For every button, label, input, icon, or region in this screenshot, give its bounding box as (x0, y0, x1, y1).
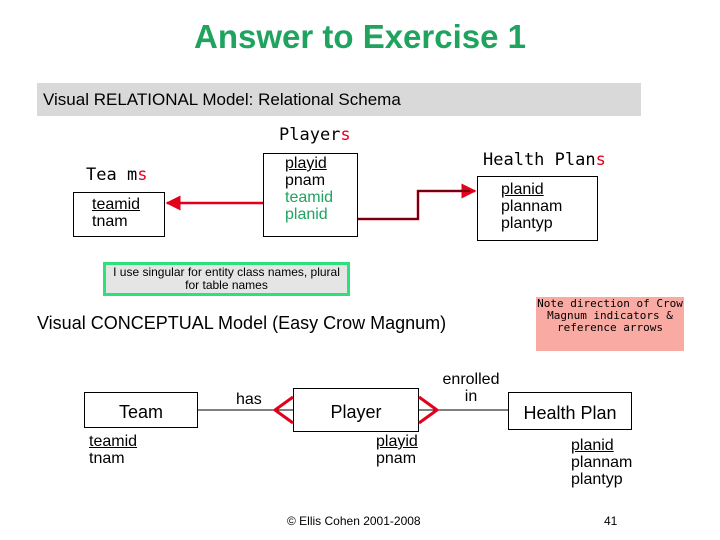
healthplan-field: plantyp (571, 471, 623, 488)
page-title: Answer to Exercise 1 (194, 18, 526, 55)
player-field: pnam (376, 450, 417, 467)
player-field: playid (376, 433, 418, 450)
teams-table-label: Tea ms (86, 165, 147, 185)
relational-banner: Visual RELATIONAL Model: Relational Sche… (37, 83, 641, 116)
players-field: teamid (285, 189, 334, 206)
teams-name-suffix: s (137, 165, 148, 185)
healthplan-field: planid (571, 437, 614, 454)
conceptual-banner: Visual CONCEPTUAL Model (Easy Crow Magnu… (37, 313, 447, 333)
healthplan-fields: planid plannam plantyp (571, 437, 632, 488)
team-field: teamid (89, 433, 138, 450)
teams-table-box: teamid tnam (73, 192, 165, 237)
healthplans-name-base: Health Plan (483, 150, 596, 170)
team-fields: teamid tnam (89, 433, 137, 467)
healthplans-field: planid (501, 181, 544, 198)
copyright-footer: © Ellis Cohen 2001-2008 (287, 514, 421, 528)
healthplans-name-suffix: s (595, 150, 606, 170)
rel-has-label: has (236, 391, 262, 408)
healthplan-entity-box: Health Plan (508, 392, 632, 430)
crowfoot-player-healthplan (418, 395, 440, 425)
teams-field: teamid (92, 196, 141, 213)
players-field: planid (285, 206, 328, 223)
rel-enrolled-line1: enrolled (442, 371, 500, 388)
players-name-suffix: s (340, 125, 351, 145)
teams-name-base: Tea m (86, 165, 138, 185)
direction-note: Note direction of Crow Magnum indicators… (536, 297, 684, 351)
players-table-box: playid pnam teamid planid (263, 153, 358, 237)
naming-note: I use singular for entity class names, p… (103, 262, 350, 296)
rel-enrolled-line2: in (464, 388, 478, 405)
player-entity-box: Player (293, 388, 419, 432)
healthplan-field: plannam (571, 454, 633, 471)
players-table-label: Players (279, 125, 351, 145)
players-to-healthplans-arrow (358, 183, 477, 221)
healthplans-field: plannam (501, 198, 563, 215)
players-to-healthplans-line (358, 190, 470, 220)
healthplans-table-label: Health Plans (483, 150, 606, 170)
players-field: pnam (285, 172, 326, 189)
player-fields: playid pnam (376, 433, 418, 467)
team-field: tnam (89, 450, 125, 467)
rel-enrolled-label: enrolled in (439, 371, 503, 405)
teams-field: tnam (92, 213, 128, 230)
healthplans-field: plantyp (501, 215, 553, 232)
players-field: playid (285, 155, 327, 172)
healthplans-table-box: planid plannam plantyp (477, 176, 598, 241)
crowfoot-team-player (272, 395, 294, 425)
team-entity-box: Team (84, 392, 198, 428)
page-number: 41 (604, 514, 618, 528)
players-name-base: Player (279, 125, 341, 145)
